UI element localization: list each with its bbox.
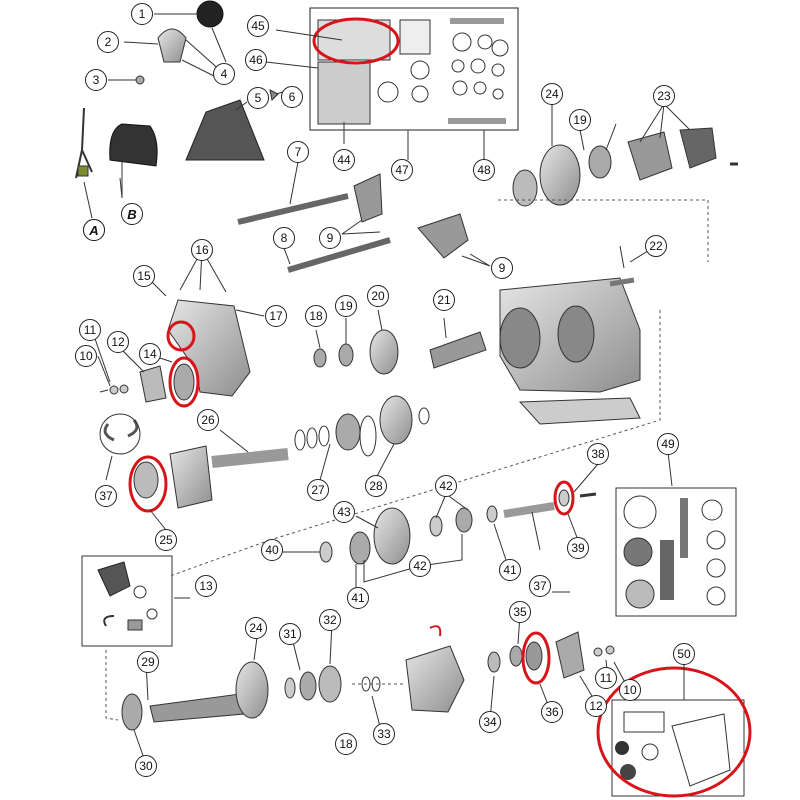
callout-9: 9	[319, 227, 341, 249]
callout-1: 1	[131, 3, 153, 25]
callout-28: 28	[365, 475, 387, 497]
callout-10: 10	[619, 679, 641, 701]
callout-10: 10	[75, 345, 97, 367]
callout-41: 41	[347, 587, 369, 609]
callout-18: 18	[335, 733, 357, 755]
callout-11: 11	[595, 667, 617, 689]
callout-42: 42	[435, 475, 457, 497]
callout-38: 38	[587, 443, 609, 465]
callout-21: 21	[433, 289, 455, 311]
callout-48: 48	[473, 159, 495, 181]
callout-46: 46	[245, 49, 267, 71]
callout-39: 39	[567, 537, 589, 559]
callout-14: 14	[139, 343, 161, 365]
leader-lines	[83, 13, 691, 765]
rear-gear-group	[512, 127, 738, 207]
callout-33: 33	[373, 723, 395, 745]
gasket-kit-box	[309, 7, 519, 131]
callout-41: 41	[499, 559, 521, 581]
callout-37: 37	[529, 575, 551, 597]
callout-a: A	[83, 219, 105, 241]
callout-27: 27	[307, 479, 329, 501]
callout-3: 3	[85, 69, 107, 91]
callout-34: 34	[479, 711, 501, 733]
callout-15: 15	[133, 265, 155, 287]
callout-2: 2	[97, 31, 119, 53]
main-shaft-row	[99, 395, 430, 513]
callout-8: 8	[273, 227, 295, 249]
callout-16: 16	[191, 239, 213, 261]
front-housing	[109, 299, 251, 408]
callout-43: 43	[333, 501, 355, 523]
callout-26: 26	[197, 409, 219, 431]
bottom-gear-row	[121, 625, 615, 731]
callout-22: 22	[645, 235, 667, 257]
dashed-boundaries	[105, 199, 709, 721]
callout-35: 35	[509, 601, 531, 623]
gear-row-middle	[313, 277, 641, 425]
callout-24: 24	[245, 617, 267, 639]
callout-18: 18	[305, 305, 327, 327]
callout-4: 4	[213, 63, 235, 85]
callout-23: 23	[653, 85, 675, 107]
callout-36: 36	[541, 701, 563, 723]
callout-45: 45	[247, 15, 269, 37]
callout-24: 24	[541, 83, 563, 105]
callout-17: 17	[265, 305, 287, 327]
callout-7: 7	[287, 141, 309, 163]
callout-b: B	[121, 203, 143, 225]
callout-40: 40	[261, 539, 283, 561]
callout-42: 42	[409, 555, 431, 577]
callout-9: 9	[491, 257, 513, 279]
callout-44: 44	[333, 149, 355, 171]
callout-20: 20	[367, 285, 389, 307]
callout-6: 6	[281, 86, 303, 108]
kit-box-50	[615, 487, 737, 617]
callout-12: 12	[107, 331, 129, 353]
callout-19: 19	[569, 109, 591, 131]
callout-47: 47	[391, 159, 413, 181]
callout-11: 11	[79, 319, 101, 341]
callout-13: 13	[195, 575, 217, 597]
callout-32: 32	[319, 609, 341, 631]
shift-rails	[237, 173, 469, 273]
callout-49: 49	[657, 433, 679, 455]
callout-29: 29	[137, 651, 159, 673]
shift-knob-group	[75, 0, 279, 179]
callout-31: 31	[279, 623, 301, 645]
callout-12: 12	[585, 695, 607, 717]
callout-25: 25	[155, 529, 177, 551]
counter-shaft-row	[319, 480, 597, 565]
callout-50: 50	[673, 643, 695, 665]
callout-30: 30	[135, 755, 157, 777]
kit-box-13	[81, 555, 173, 647]
callout-5: 5	[247, 87, 269, 109]
gasket-kit-51	[596, 666, 752, 798]
callout-19: 19	[335, 295, 357, 317]
callout-37: 37	[95, 485, 117, 507]
